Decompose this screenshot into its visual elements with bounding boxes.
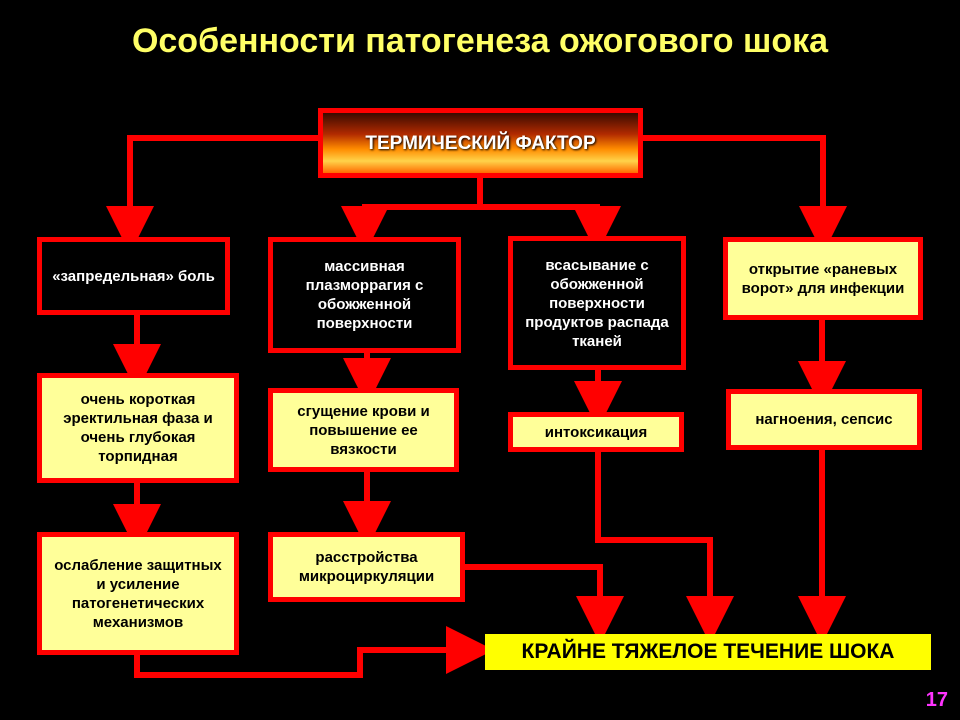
arrow-top-to-pain (106, 135, 320, 254)
blood-thickening-box: сгущение крови и повышение ее вязкости (268, 388, 459, 472)
thermal-factor-box: ТЕРМИЧЕСКИЙ ФАКТОР (318, 108, 643, 178)
thermal-factor-label: ТЕРМИЧЕСКИЙ ФАКТОР (365, 132, 596, 154)
arrow-top-to-gates (640, 135, 847, 254)
arrow-to-plasma (341, 204, 480, 254)
intoxication-box: интоксикация (508, 412, 684, 452)
blood-thickening-label: сгущение крови и повышение ее вязкости (297, 402, 430, 458)
page-number: 17 (925, 689, 948, 711)
microcirculation-box: расстройства микроциркуляции (268, 532, 465, 602)
slide-title: Особенности патогенеза ожогового шока (131, 22, 829, 60)
sepsis-label: нагноения, сепсис (755, 411, 893, 428)
arrow-to-absorb (480, 204, 621, 254)
erectile-phase-label: очень короткая эректильная фаза и очень … (63, 391, 213, 465)
pain-box: «запредельная» боль (37, 237, 230, 315)
absorption-label: всасывание с обожженной поверхности прод… (525, 256, 669, 350)
pain-label: «запредельная» боль (52, 267, 215, 285)
wound-gates-box: открытие «раневых ворот» для инфекции (723, 237, 923, 320)
wound-gates-label: открытие «раневых ворот» для инфекции (741, 260, 905, 297)
arrow-micro-to-final (465, 564, 624, 644)
sepsis-box: нагноения, сепсис (726, 389, 922, 450)
erectile-phase-box: очень короткая эректильная фаза и очень … (37, 373, 239, 483)
arrow-weak-to-final (134, 626, 494, 678)
microcirculation-label: расстройства микроциркуляции (298, 549, 435, 585)
arrow-intox-to-final (595, 450, 734, 644)
severe-shock-label: КРАЙНЕ ТЯЖЕЛОЕ ТЕЧЕНИЕ ШОКА (521, 640, 895, 663)
intoxication-label: интоксикация (544, 423, 648, 441)
severe-shock-box: КРАЙНЕ ТЯЖЕЛОЕ ТЕЧЕНИЕ ШОКА (485, 634, 931, 670)
plasmorrhagia-box: массивная плазморрагия с обожженной пове… (268, 237, 461, 353)
weakening-label: ослабление защитных и усиление патогенет… (54, 556, 222, 631)
absorption-box: всасывание с обожженной поверхности прод… (508, 236, 686, 370)
plasmorrhagia-label: массивная плазморрагия с обожженной пове… (305, 258, 424, 332)
weakening-box: ослабление защитных и усиление патогенет… (37, 532, 239, 655)
